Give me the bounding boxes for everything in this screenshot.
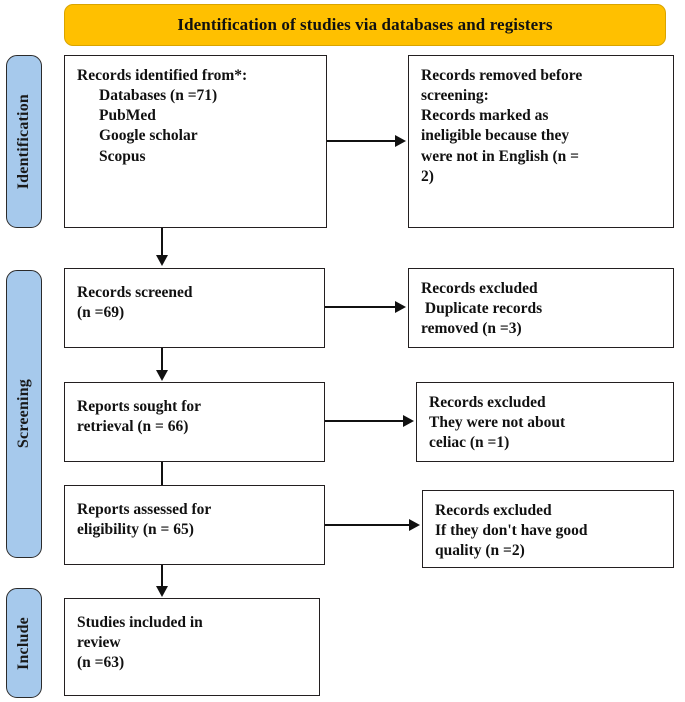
box-records-screened: Records screened (n =69) [64, 268, 325, 348]
stage-tab-include: Include [6, 588, 42, 698]
arrowhead-assessed-to-excluded-quality [409, 519, 420, 531]
connector-assessed-to-excluded-quality [325, 524, 409, 526]
box-line: PubMed [99, 107, 156, 125]
box-line: quality (n =2) [435, 542, 525, 560]
stage-tab-identification: Identification [6, 55, 42, 228]
box-line: Google scholar [99, 127, 198, 145]
box-line: Records excluded [421, 280, 538, 297]
box-line: (n =69) [77, 304, 125, 322]
box-line: Scopus [99, 147, 146, 165]
box-studies-included-in-review: Studies included in review (n =63) [64, 598, 320, 696]
box-line: Records removed before [421, 67, 583, 84]
connector-assessed-to-included [161, 565, 163, 588]
connector-sought-to-assessed [161, 462, 163, 488]
diagram-title-banner: Identification of studies via databases … [64, 4, 666, 46]
box-line: Records excluded [429, 394, 546, 411]
box-reports-sought-for-retrieval: Reports sought for retrieval (n = 66) [64, 382, 325, 462]
box-line: 2) [421, 167, 434, 185]
box-records-excluded-not-about-celiac: Records excluded They were not about cel… [416, 382, 674, 462]
box-line: Reports sought for [77, 398, 201, 415]
box-line: Databases (n =71) [99, 87, 218, 105]
connector-identified-to-removed [327, 140, 395, 142]
box-records-excluded-duplicates: Records excluded Duplicate records remov… [408, 268, 674, 348]
box-line: removed (n =3) [421, 320, 522, 338]
box-reports-assessed-for-eligibility: Reports assessed for eligibility (n = 65… [64, 485, 325, 565]
stage-tab-include-label: Include [15, 616, 32, 670]
connector-sought-to-excluded-celiac [325, 420, 403, 422]
diagram-title: Identification of studies via databases … [177, 15, 553, 34]
box-line: Records screened [77, 284, 193, 301]
arrowhead-sought-to-excluded-celiac [403, 415, 414, 427]
box-records-identified: Records identified from*: Databases (n =… [64, 55, 327, 228]
box-line: They were not about [429, 414, 566, 432]
box-line: Reports assessed for [77, 501, 212, 518]
box-line: Records excluded [435, 502, 552, 519]
box-records-excluded-poor-quality: Records excluded If they don't have good… [422, 490, 674, 568]
box-line: review [77, 634, 121, 652]
box-line: ineligible because they [421, 127, 570, 145]
arrowhead-identified-to-screened [156, 255, 168, 266]
stage-tab-identification-label: Identification [15, 93, 32, 190]
stage-tab-screening: Screening [6, 270, 42, 558]
arrowhead-screened-to-excluded-duplicates [395, 301, 406, 313]
box-line: were not in English (n = [421, 147, 579, 165]
box-line: Duplicate records [421, 300, 543, 318]
box-line: celiac (n =1) [429, 434, 510, 452]
arrowhead-screened-to-sought [156, 370, 168, 381]
box-line: If they don't have good [435, 522, 588, 540]
box-line: Studies included in [77, 614, 203, 631]
arrowhead-identified-to-removed [395, 135, 406, 147]
box-line: eligibility (n = 65) [77, 521, 194, 539]
connector-screened-to-sought [161, 348, 163, 372]
box-line: retrieval (n = 66) [77, 418, 189, 436]
box-line: screening: [421, 87, 489, 105]
connector-screened-to-excluded-duplicates [325, 306, 395, 308]
arrowhead-assessed-to-included [156, 586, 168, 597]
box-line: Records marked as [421, 107, 549, 125]
connector-identified-to-screened [161, 228, 163, 256]
stage-tab-screening-label: Screening [15, 379, 32, 449]
box-records-removed-before-screening: Records removed before screening: Record… [408, 55, 674, 228]
box-line: Records identified from*: [77, 67, 248, 84]
box-line: (n =63) [77, 654, 125, 672]
